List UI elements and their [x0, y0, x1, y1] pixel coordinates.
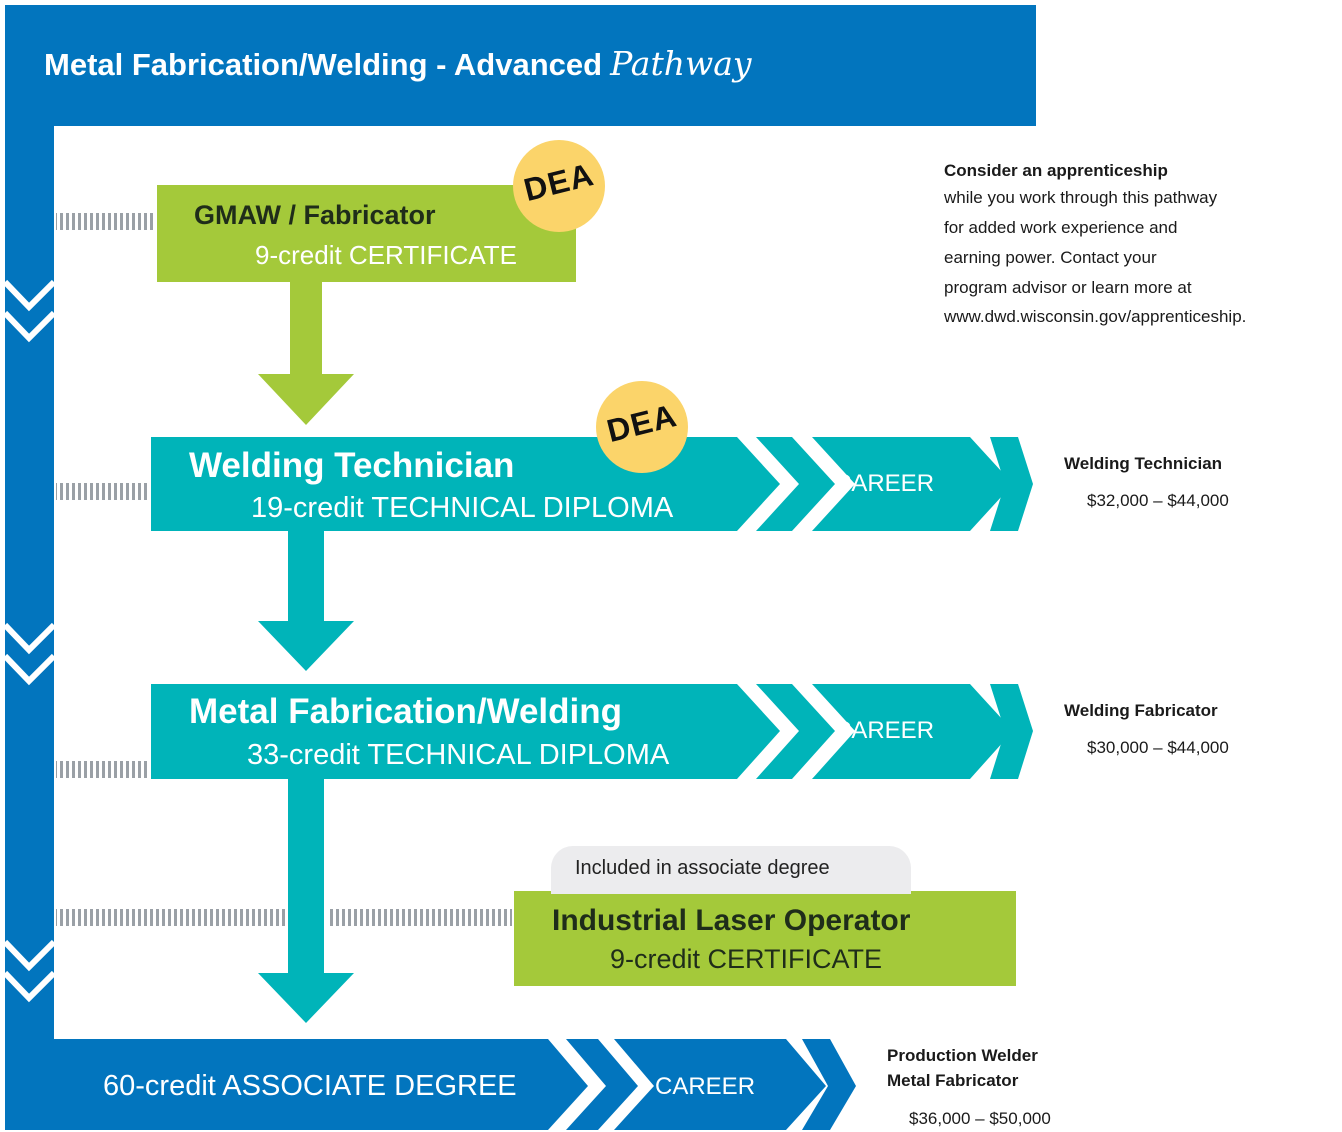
welding-tech-title: Welding Technician — [189, 446, 515, 485]
gmaw-title: GMAW / Fabricator — [194, 200, 436, 230]
welding-tech-chevron-2 — [990, 437, 1033, 531]
note-pill — [551, 846, 911, 894]
connector-4a — [56, 909, 288, 926]
career-1-salary: $32,000 – $44,000 — [1087, 491, 1229, 510]
metal-fab-career: CAREER — [834, 717, 935, 744]
degree-chevron-2 — [802, 1039, 856, 1130]
apprenticeship-line-4: program advisor or learn more at — [944, 278, 1192, 297]
dea-badge-label: DEA — [603, 397, 681, 450]
apprenticeship-line-5: www.dwd.wisconsin.gov/apprenticeship. — [944, 307, 1247, 326]
metal-fab-arrow-head — [258, 973, 354, 1023]
degree-subtitle: 60-credit ASSOCIATE DEGREE — [103, 1070, 517, 1102]
welding-tech-arrow-shaft — [288, 531, 324, 621]
note-text: Included in associate degree — [575, 857, 830, 879]
laser-subtitle: 9-credit CERTIFICATE — [610, 944, 883, 974]
connector-1 — [56, 213, 156, 230]
career-3-title-2: Metal Fabricator — [887, 1071, 1019, 1090]
title-script: Pathway — [610, 44, 752, 83]
welding-tech-subtitle: 19-credit TECHNICAL DIPLOMA — [251, 492, 674, 524]
apprenticeship-line-2: for added work experience and — [944, 218, 1178, 237]
apprenticeship-line-1: while you work through this pathway — [944, 188, 1218, 207]
dea-badge-1: DEA — [513, 140, 605, 232]
header-band — [5, 5, 1036, 126]
career-3-salary: $36,000 – $50,000 — [909, 1109, 1051, 1128]
apprenticeship-title: Consider an apprenticeship — [944, 161, 1168, 180]
dea-badge-2: DEA — [596, 381, 688, 473]
laser-title: Industrial Laser Operator — [552, 904, 911, 937]
metal-fab-subtitle: 33-credit TECHNICAL DIPLOMA — [247, 739, 670, 771]
degree-career: CAREER — [655, 1073, 756, 1100]
title-main: Metal Fabrication/Welding - Advanced — [44, 47, 603, 82]
left-chevrons — [2, 279, 57, 1003]
connector-2 — [56, 483, 150, 500]
degree-band — [5, 1039, 588, 1130]
welding-tech-career-box — [812, 437, 1013, 531]
welding-tech-career: CAREER — [834, 470, 935, 497]
metal-fab-career-box — [812, 684, 1013, 779]
career-2-salary: $30,000 – $44,000 — [1087, 738, 1229, 757]
degree-chevron-1 — [566, 1039, 638, 1130]
dea-badge-label: DEA — [520, 156, 598, 209]
gmaw-arrow-shaft — [290, 282, 322, 374]
metal-fab-chevron-2 — [990, 684, 1033, 779]
gmaw-arrow-head — [258, 374, 354, 425]
gmaw-subtitle: 9-credit CERTIFICATE — [255, 240, 517, 270]
apprenticeship-line-3: earning power. Contact your — [944, 248, 1157, 267]
metal-fab-box — [151, 684, 780, 779]
degree-career-band — [614, 1039, 826, 1130]
gmaw-box — [157, 185, 576, 282]
connector-4b — [330, 909, 512, 926]
metal-fab-title: Metal Fabrication/Welding — [189, 692, 623, 731]
metal-fab-chevron-1 — [756, 684, 835, 779]
metal-fab-arrow-shaft — [288, 779, 324, 973]
career-1-title: Welding Technician — [1064, 454, 1223, 473]
career-2-title: Welding Fabricator — [1064, 701, 1218, 720]
career-3-title-1: Production Welder — [887, 1046, 1038, 1065]
connector-3 — [56, 761, 150, 778]
welding-tech-arrow-head — [258, 621, 354, 671]
welding-tech-chevron-1 — [756, 437, 835, 531]
laser-box — [514, 891, 1016, 986]
